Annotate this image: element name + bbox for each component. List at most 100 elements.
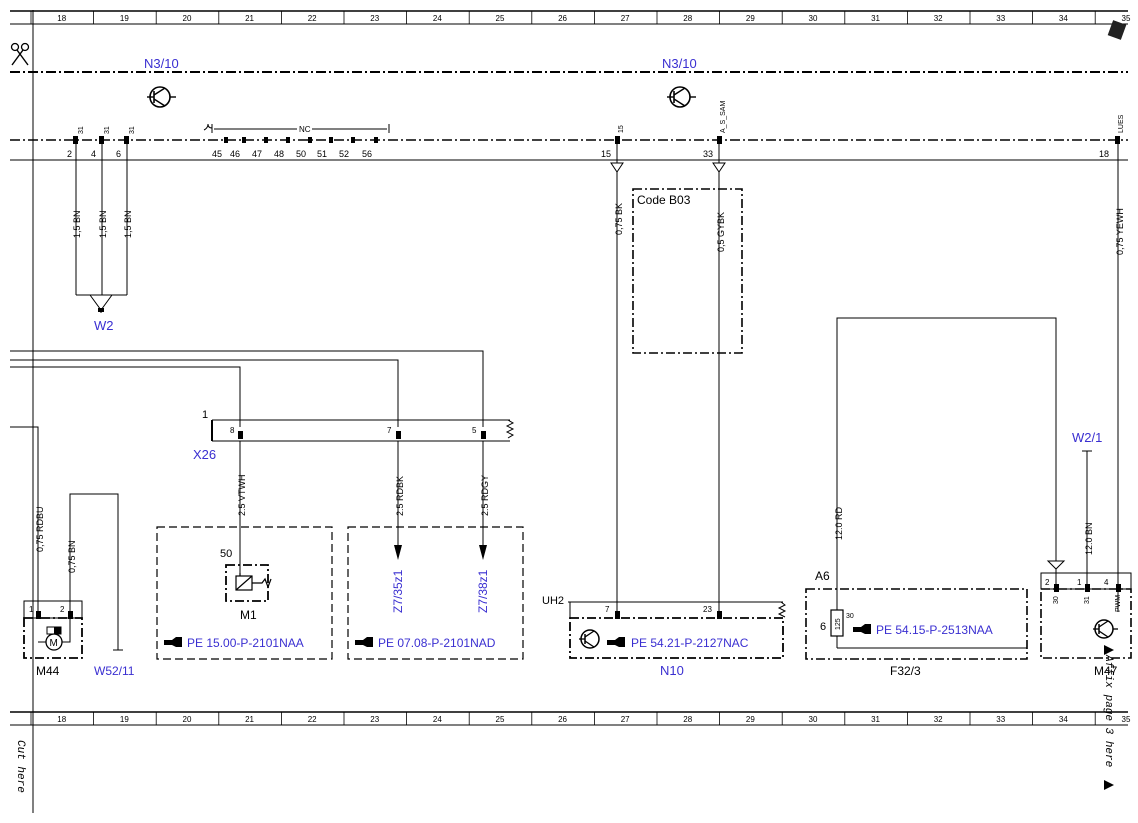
svg-text:33: 33: [703, 149, 713, 159]
column-number-bottom-27: 27: [621, 715, 630, 724]
z7-group-box: [347, 526, 524, 660]
column-number-bottom-18: 18: [57, 715, 66, 724]
f32-3-label: F32/3: [890, 664, 921, 678]
nc-pin-mark: [308, 137, 312, 143]
nc-pin-mark: [264, 137, 268, 143]
column-number-top-31: 31: [871, 14, 880, 23]
ref-link-z7[interactable]: PE 07.08-P-2101NAD: [378, 636, 496, 650]
ground-wires-w2: [75, 144, 128, 313]
triangle-icon: [1104, 780, 1114, 790]
svg-text:2: 2: [67, 149, 72, 159]
code-b03-box: [632, 188, 743, 354]
n10-component: [569, 617, 784, 659]
ref-link-n10[interactable]: PE 54.21-P-2127NAC: [631, 636, 749, 650]
column-number-bottom-22: 22: [308, 715, 317, 724]
nc-pin-mark: [224, 137, 228, 143]
arrow-icon: [479, 545, 487, 560]
wire-label-bn-075: 0,75 BN: [67, 540, 77, 573]
nc-pin-label: 51: [317, 149, 327, 159]
column-number-top-23: 23: [370, 14, 379, 23]
column-number-top-18: 18: [57, 14, 66, 23]
wire-label-rdbk: 2.5 RDBK: [395, 476, 405, 516]
m47-label: M47: [1094, 664, 1118, 678]
svg-text:6: 6: [116, 149, 121, 159]
transistor-icon: [667, 86, 696, 108]
nc-bracket: NC: [203, 123, 390, 134]
column-number-top-25: 25: [496, 14, 505, 23]
svg-text:15: 15: [618, 125, 625, 133]
transistor-icon: [147, 86, 176, 108]
column-number-top-34: 34: [1059, 14, 1068, 23]
wire-label-rdbu: 0,75 RDBU: [35, 506, 45, 552]
column-number-top-29: 29: [746, 14, 755, 23]
m1-group-box: [156, 526, 333, 660]
column-number-top-32: 32: [934, 14, 943, 23]
bus-pin-2: 2 31: [67, 126, 85, 159]
nc-pin-label: 45: [212, 149, 222, 159]
column-number-bottom-25: 25: [496, 715, 505, 724]
nc-pin-label: 50: [296, 149, 306, 159]
affix-page-text: Affix page 3 here: [1102, 654, 1114, 767]
x26-pin1-label: 1: [202, 409, 208, 421]
svg-text:1: 1: [1077, 578, 1082, 587]
z7-38z1-label[interactable]: Z7/38z1: [476, 569, 490, 613]
n10-label: N10: [660, 663, 684, 678]
column-number-bottom-32: 32: [934, 715, 943, 724]
ref-link-m1[interactable]: PE 15.00-P-2101NAA: [187, 636, 304, 650]
svg-text:31: 31: [78, 126, 85, 134]
svg-text:18: 18: [1099, 149, 1109, 159]
m1-component: [225, 564, 269, 602]
bus-pin-33: 33 A_S_SAM: [703, 101, 727, 159]
wire-bk: [610, 144, 624, 612]
ref-link-f32[interactable]: PE 54.15-P-2513NAA: [876, 623, 993, 637]
ref-hand-icon: [853, 624, 871, 634]
svg-text:M: M: [50, 638, 58, 649]
nc-pin-mark: [351, 137, 355, 143]
f32-3-component: [805, 588, 1028, 660]
arrow-icon: [394, 545, 402, 560]
nc-pin-label: 48: [274, 149, 284, 159]
svg-text:PWM: PWM: [1115, 595, 1122, 612]
column-number-top-19: 19: [120, 14, 129, 23]
m47-component: [1040, 588, 1132, 659]
nc-pin-label: 52: [339, 149, 349, 159]
column-number-bottom-24: 24: [433, 715, 442, 724]
transistor-icon: [1093, 619, 1118, 639]
wire-label-gybk: 0,5 GYBK: [716, 212, 726, 252]
transistor-icon: [579, 629, 600, 649]
svg-text:2: 2: [60, 605, 65, 614]
m44-component: [23, 617, 83, 659]
column-number-bottom-23: 23: [370, 715, 379, 724]
wire-bn-075: [69, 493, 119, 650]
ref-hand-icon: [607, 637, 625, 647]
column-number-top-21: 21: [245, 14, 254, 23]
w2-label: W2: [94, 318, 114, 333]
svg-text:8: 8: [230, 426, 235, 435]
svg-text:31: 31: [104, 126, 111, 134]
svg-text:5: 5: [472, 426, 477, 435]
w52-11-label: W52/11: [94, 664, 135, 678]
column-number-bottom-26: 26: [558, 715, 567, 724]
m44-label: M44: [36, 664, 60, 678]
ref-hand-icon: [355, 637, 373, 647]
wire-label-bn-12: 12.0 BN: [1084, 522, 1094, 555]
page-corner-icon: [1107, 20, 1127, 40]
column-number-bottom-19: 19: [120, 715, 129, 724]
wire-label-bn-2: 1,5 BN: [98, 210, 108, 238]
w2-1-label: W2/1: [1072, 430, 1102, 445]
column-number-top-35: 35: [1122, 14, 1131, 23]
z7-35z1-label[interactable]: Z7/35z1: [391, 569, 405, 613]
m1-pin-label: 50: [220, 548, 232, 560]
n3-10-label-left: N3/10: [144, 56, 179, 71]
uh2-connector: 7 23: [568, 601, 787, 619]
ref-hand-icon: [164, 637, 182, 647]
wire-label-vtwh: 2.5 VTWH: [237, 474, 247, 516]
column-number-bottom-33: 33: [996, 715, 1005, 724]
harness-wires-x26: [10, 350, 484, 612]
nc-label: NC: [299, 125, 311, 134]
wire-label-yewh: 0,75 YEWH: [1115, 208, 1125, 255]
bus-pin-4: 4 31: [91, 126, 111, 159]
